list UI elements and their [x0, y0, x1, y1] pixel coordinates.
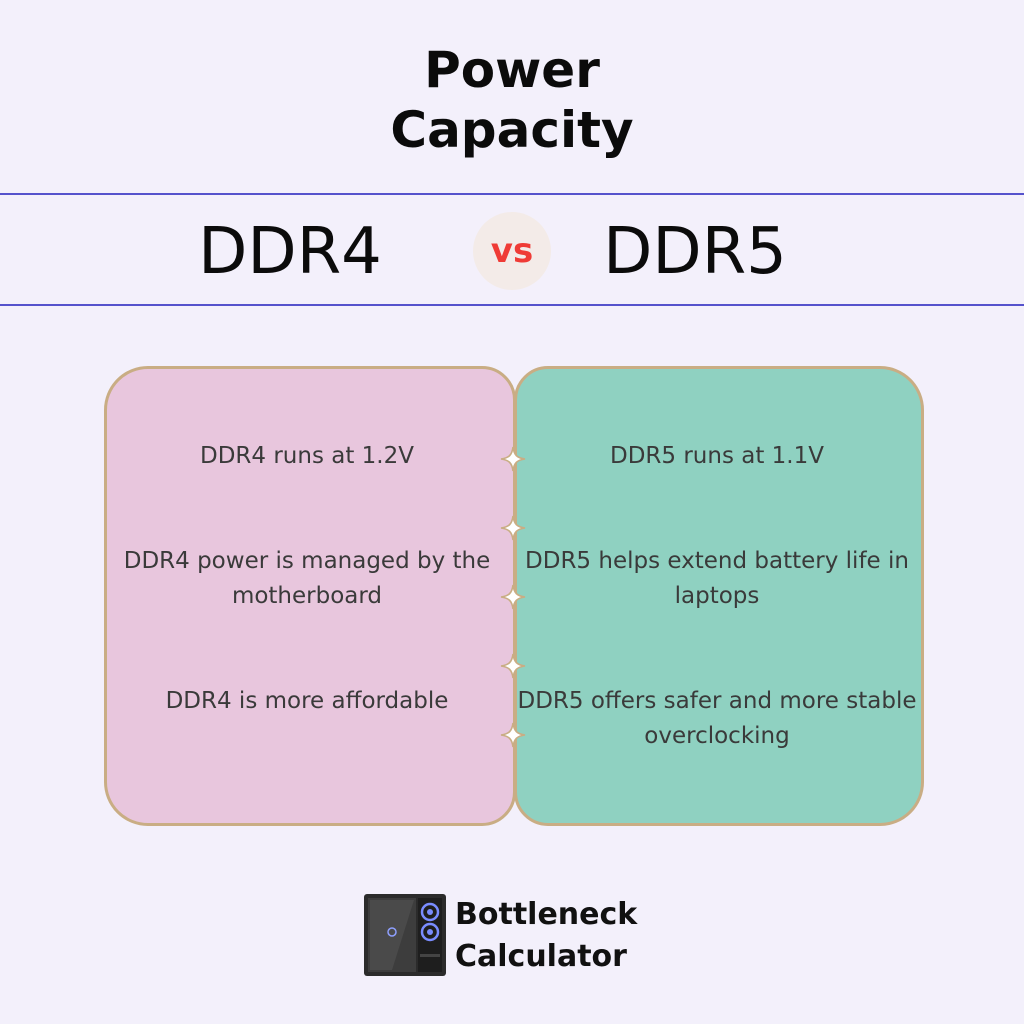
ddr5-item-overclocking: DDR5 offers safer and more stable overcl… — [517, 688, 917, 749]
brand-logo: Bottleneck Calculator — [362, 890, 662, 980]
pc-case-icon — [364, 894, 446, 976]
title-line-1: Power — [424, 41, 600, 99]
sparkle-diamond-icon — [500, 722, 526, 748]
ddr4-item-voltage: DDR4 runs at 1.2V — [200, 443, 414, 469]
vs-badge: vs — [473, 212, 551, 290]
divider-bottom — [0, 304, 1024, 306]
sparkle-diamond-icon — [500, 515, 526, 541]
ddr4-item-power-management: DDR4 power is managed by the motherboard — [123, 548, 491, 609]
brand-name: Bottleneck Calculator — [455, 894, 637, 978]
brand-line-1: Bottleneck — [455, 897, 638, 932]
ddr5-item-voltage: DDR5 runs at 1.1V — [610, 443, 824, 469]
ddr5-item-battery-life: DDR5 helps extend battery life in laptop… — [525, 548, 909, 609]
ddr4-heading: DDR4 — [198, 215, 382, 289]
sparkle-diamond-icon — [500, 584, 526, 610]
ddr4-item-affordability: DDR4 is more affordable — [165, 688, 449, 714]
ddr4-panel: DDR4 runs at 1.2V DDR4 power is managed … — [104, 366, 516, 826]
page-title: Power Capacity — [0, 40, 1024, 160]
brand-line-2: Calculator — [455, 939, 627, 974]
sparkle-diamond-icon — [500, 446, 526, 472]
title-line-2: Capacity — [390, 101, 634, 159]
sparkle-diamond-icon — [500, 653, 526, 679]
divider-top — [0, 193, 1024, 195]
ddr5-panel: DDR5 runs at 1.1V DDR5 helps extend batt… — [514, 366, 924, 826]
ddr5-heading: DDR5 — [603, 215, 787, 289]
